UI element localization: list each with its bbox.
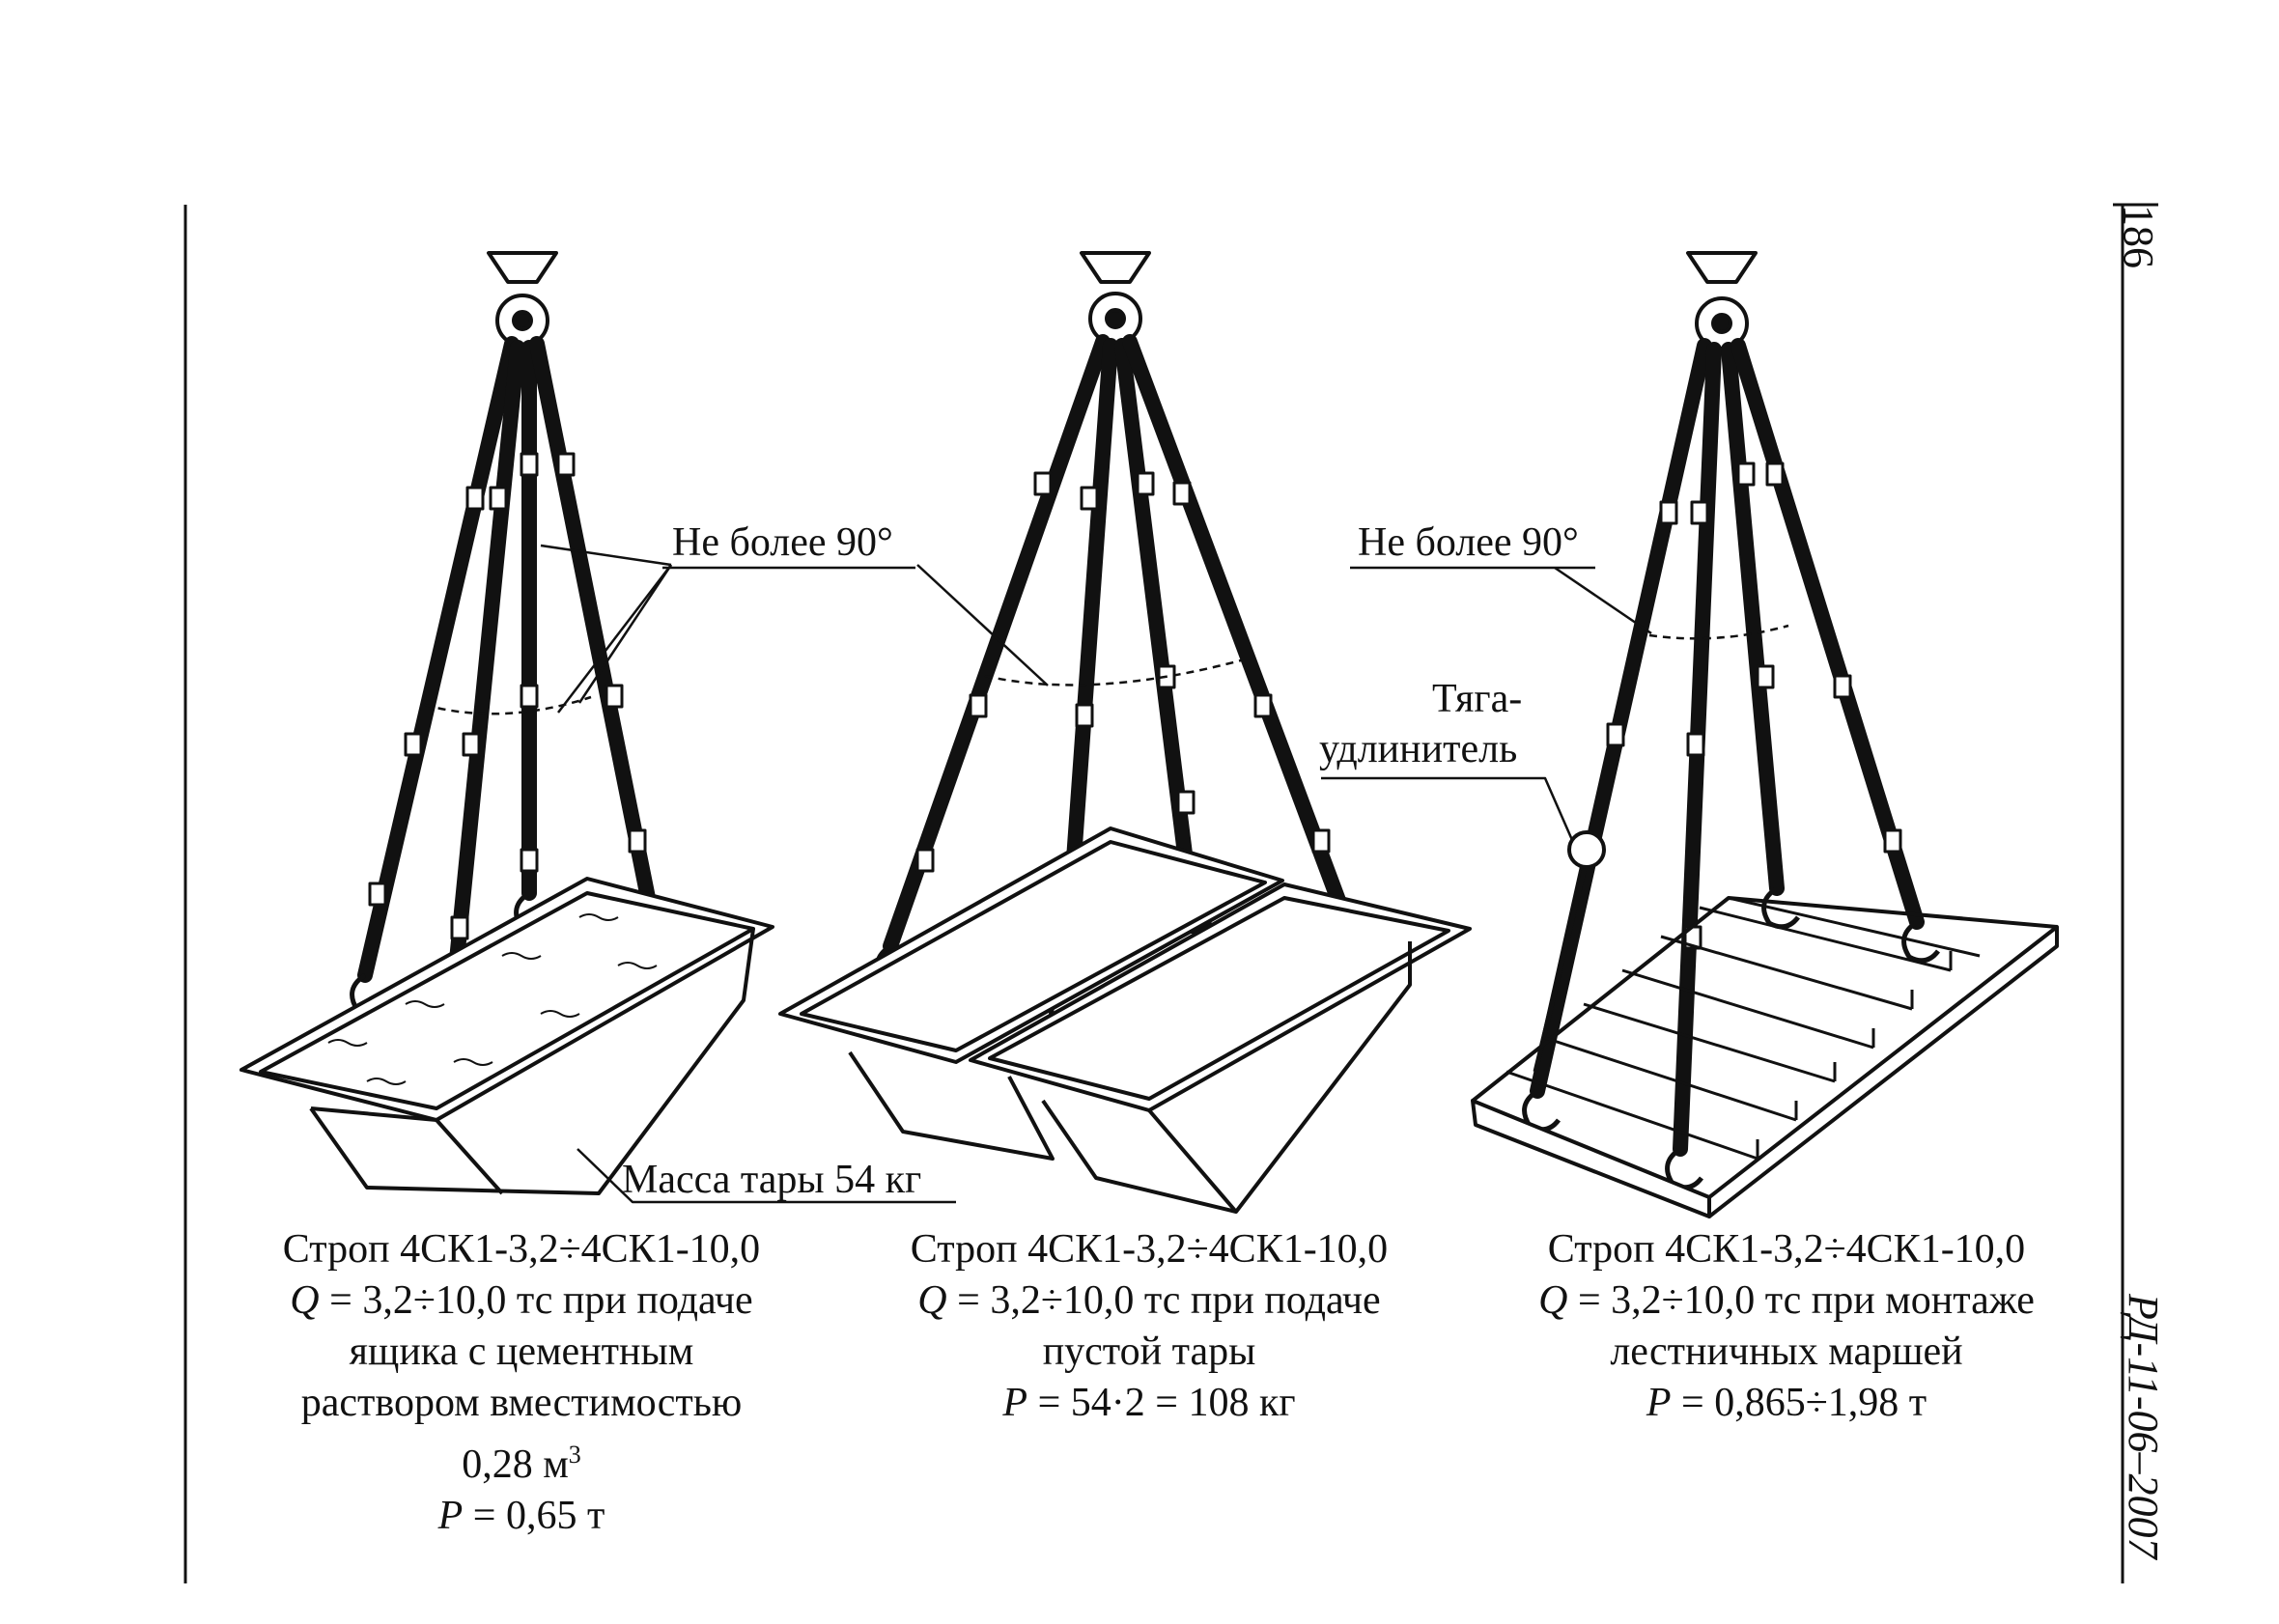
superscript: 3 xyxy=(568,1441,581,1469)
caption-line: Строп 4СК1-3,2÷4СК1-10,0 xyxy=(1547,1227,2026,1272)
extender-label-line1: Тяга- xyxy=(1432,677,1523,721)
symbol-q: Q xyxy=(1538,1278,1568,1323)
page-number: 186 xyxy=(2115,205,2162,268)
tare-mass-label: Масса тары 54 кг xyxy=(622,1158,922,1202)
caption-line: Строп 4СК1-3,2÷4СК1-10,0 xyxy=(282,1227,761,1272)
angle-arc-left xyxy=(424,695,592,715)
caption-text: = 54·2 = 108 кг xyxy=(1027,1381,1296,1425)
caption-empty-tare: Строп 4СК1-3,2÷4СК1-10,0 Q = 3,2÷10,0 тс… xyxy=(859,1224,1439,1429)
angle-label-right: Не более 90° xyxy=(1358,520,1579,565)
crane-hook-icon xyxy=(487,251,558,284)
caption-text: = 3,2÷10,0 тс при подаче xyxy=(319,1278,753,1323)
caption-line: Строп 4СК1-3,2÷4СК1-10,0 xyxy=(910,1227,1389,1272)
caption-line: P = 54·2 = 108 кг xyxy=(859,1378,1439,1429)
symbol-p: P xyxy=(1646,1381,1672,1425)
caption-text: 0,28 м xyxy=(462,1442,569,1487)
caption-line: Q = 3,2÷10,0 тс при подаче xyxy=(859,1275,1439,1327)
figure-empty-tare xyxy=(778,251,1472,1214)
caption-stair-flight: Строп 4СК1-3,2÷4СК1-10,0 Q = 3,2÷10,0 тс… xyxy=(1487,1224,2086,1429)
symbol-p: P xyxy=(437,1494,464,1538)
symbol-q: Q xyxy=(290,1278,320,1323)
caption-text: = 0,865÷1,98 т xyxy=(1671,1381,1927,1425)
angle-arc-middle xyxy=(984,658,1242,686)
symbol-p: P xyxy=(1002,1381,1028,1425)
caption-cement-box: Строп 4СК1-3,2÷4СК1-10,0 Q = 3,2÷10,0 тс… xyxy=(232,1224,811,1542)
caption-line: 0,28 м3 xyxy=(232,1429,811,1491)
caption-line: ящика с цементным xyxy=(349,1330,694,1374)
caption-text: = 3,2÷10,0 тс при монтаже xyxy=(1567,1278,2035,1323)
caption-line: Q = 3,2÷10,0 тс при подаче xyxy=(232,1275,811,1327)
caption-line: раствором вместимостью xyxy=(300,1381,743,1425)
crane-hook-icon xyxy=(1686,251,1758,284)
caption-line: Q = 3,2÷10,0 тс при монтаже xyxy=(1487,1275,2086,1327)
caption-text: = 3,2÷10,0 тс при подаче xyxy=(946,1278,1381,1323)
caption-line: пустой тары xyxy=(1042,1330,1256,1374)
caption-line: P = 0,865÷1,98 т xyxy=(1487,1378,2086,1429)
document-code: РД-11-06–2007 xyxy=(2120,1294,2167,1559)
caption-text: = 0,65 т xyxy=(463,1494,605,1538)
extender-label-line2: удлинитель xyxy=(1319,727,1518,771)
caption-line: P = 0,65 т xyxy=(232,1491,811,1542)
angle-label-left: Не более 90° xyxy=(672,520,893,565)
figure-cement-box xyxy=(239,251,956,1204)
crane-hook-icon xyxy=(1080,251,1151,284)
caption-line: лестничных маршей xyxy=(1610,1330,1963,1374)
figure-stair-flight xyxy=(1321,251,2059,1218)
angle-arc-right xyxy=(1648,624,1789,640)
symbol-q: Q xyxy=(917,1278,947,1323)
